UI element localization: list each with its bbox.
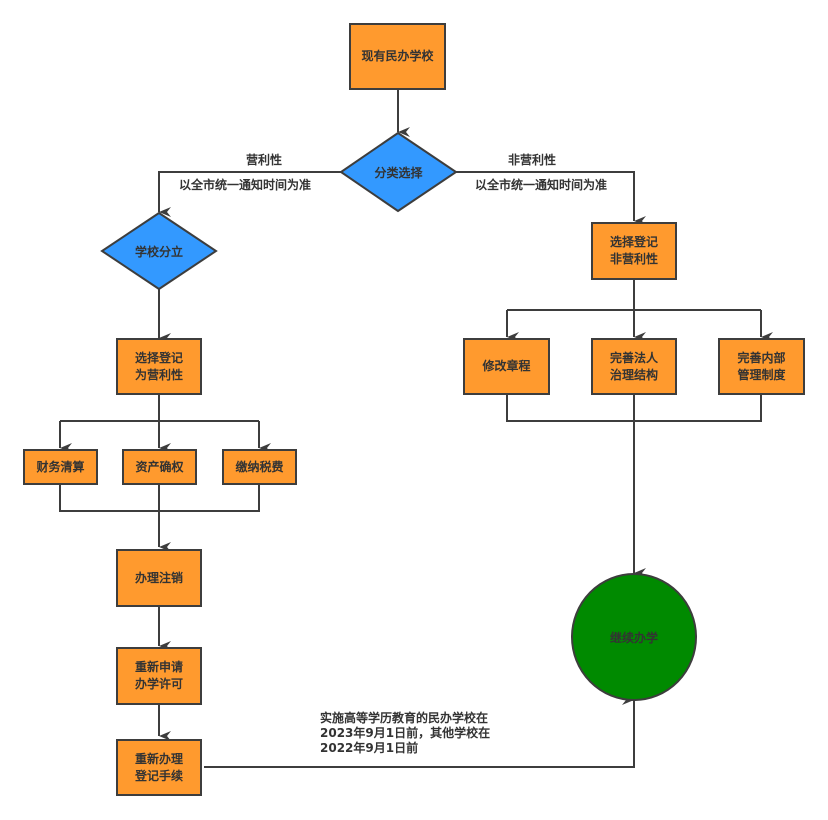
node-reapply-label: 重新申请 办学许可 <box>134 660 183 691</box>
edge-label-nonprofit: 非营利性 <box>508 153 557 167</box>
node-amend-charter-label: 修改章程 <box>482 359 531 373</box>
decision-classify-label: 分类选择 <box>374 165 423 180</box>
edge-classify-to-nonprofit <box>455 171 646 226</box>
node-register-profit[interactable]: 选择登记 为营利性 <box>116 338 202 395</box>
edge-label-profit: 营利性 <box>246 153 283 167</box>
node-governance[interactable]: 完善法人 治理结构 <box>591 338 677 395</box>
node-internal-mgmt-label: 完善内部 管理制度 <box>737 350 786 382</box>
terminal-continue-label: 继续办学 <box>609 630 658 645</box>
decision-split-label: 学校分立 <box>134 244 183 259</box>
node-finance-clear-label: 财务清算 <box>36 459 85 474</box>
node-governance-label: 完善法人 治理结构 <box>609 350 658 382</box>
node-pay-tax-label: 缴纳税费 <box>235 459 284 474</box>
node-reregister[interactable]: 重新办理 登记手续 <box>116 739 202 796</box>
terminal-continue[interactable]: 继续办学 <box>572 574 696 700</box>
node-finance-clear[interactable]: 财务清算 <box>23 449 98 485</box>
edge-label-profit-note: 以全市统一通知时间为准 <box>179 178 312 192</box>
node-register-nonprofit[interactable]: 选择登记 非营利性 <box>591 222 677 280</box>
terminal-continue-shape <box>571 573 697 701</box>
node-register-nonprofit-label: 选择登记 非营利性 <box>609 235 658 266</box>
node-cancel-label: 办理注销 <box>134 570 183 585</box>
node-reregister-label: 重新办理 登记手续 <box>134 751 183 783</box>
node-pay-tax[interactable]: 缴纳税费 <box>222 449 297 485</box>
node-reapply[interactable]: 重新申请 办学许可 <box>116 647 202 705</box>
decision-split[interactable]: 学校分立 <box>102 213 216 289</box>
node-internal-mgmt[interactable]: 完善内部 管理制度 <box>718 338 805 395</box>
node-start-label: 现有民办学校 <box>361 49 434 63</box>
node-start[interactable]: 现有民办学校 <box>349 23 446 90</box>
node-amend-charter[interactable]: 修改章程 <box>463 338 550 395</box>
edge-label-deadline-note: 实施高等学历教育的民办学校在2023年9月1日前，其他学校在2022年9月1日前 <box>320 711 491 755</box>
node-asset-confirm[interactable]: 资产确权 <box>122 449 197 485</box>
node-asset-confirm-label: 资产确权 <box>135 459 184 474</box>
decision-classify[interactable]: 分类选择 <box>341 133 456 211</box>
edge-classify-to-split <box>158 171 342 217</box>
edge-label-nonprofit-note: 以全市统一通知时间为准 <box>475 178 608 192</box>
decision-classify-shape <box>339 131 458 213</box>
node-register-profit-label: 选择登记 为营利性 <box>134 350 183 382</box>
decision-split-shape <box>100 211 218 291</box>
node-cancel[interactable]: 办理注销 <box>116 549 202 607</box>
edge-reregister-to-continue <box>204 695 635 768</box>
